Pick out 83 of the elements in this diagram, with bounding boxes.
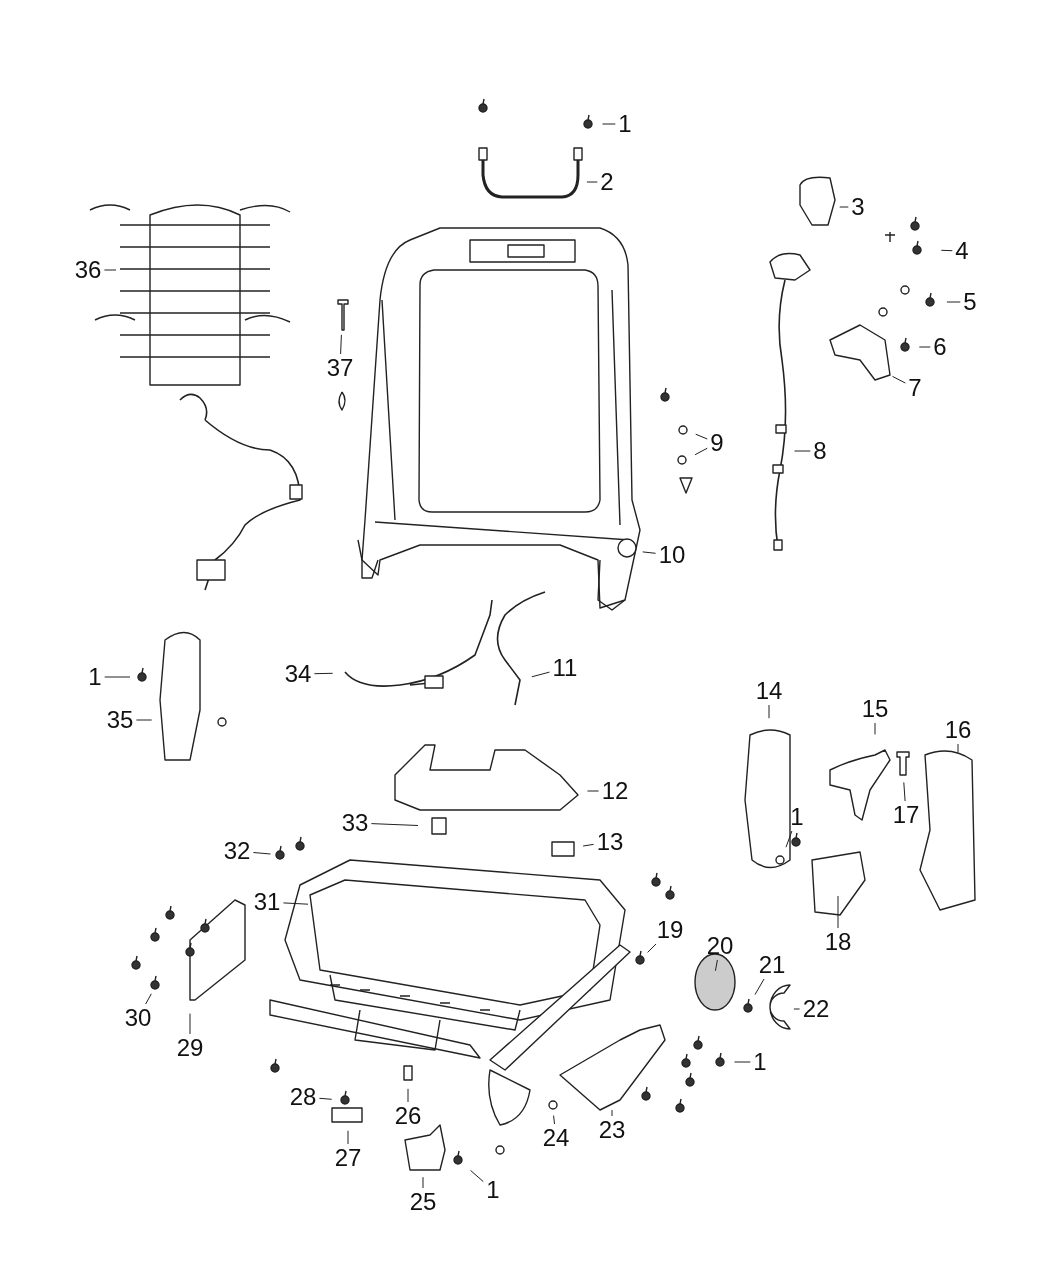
- leader-line: [370, 823, 419, 826]
- callout-number: 19: [655, 917, 685, 943]
- callout-number: 33: [340, 810, 370, 836]
- leader-line: [734, 1061, 751, 1063]
- callout-number: 2: [599, 169, 615, 195]
- leader-line: [642, 551, 657, 554]
- leader-line: [531, 671, 550, 678]
- callout-number: 29: [175, 1035, 205, 1061]
- leader-line: [145, 993, 152, 1005]
- leader-line: [407, 1088, 409, 1103]
- leader-line: [839, 206, 849, 208]
- callout-number: 7: [907, 375, 923, 401]
- callout-number: 24: [541, 1125, 571, 1151]
- leader-line: [837, 895, 839, 929]
- leader-line: [470, 1169, 484, 1183]
- leader-line: [940, 249, 953, 252]
- leader-line: [903, 781, 906, 802]
- callout-number: 8: [812, 438, 828, 464]
- leader-line: [313, 672, 334, 675]
- callout-number: 1: [789, 804, 805, 830]
- callout-number: 21: [757, 952, 787, 978]
- callout-number: 1: [752, 1049, 768, 1075]
- callout-number: 4: [954, 238, 970, 264]
- leader-line: [135, 719, 153, 721]
- callout-number: 35: [105, 707, 135, 733]
- callout-number: 9: [709, 430, 725, 456]
- leader-line: [946, 301, 961, 303]
- leader-line: [892, 375, 906, 384]
- leader-line: [918, 346, 931, 348]
- callout-number: 18: [823, 929, 853, 955]
- leader-line: [189, 1013, 191, 1035]
- callout-number: 10: [657, 542, 687, 568]
- callout-number: 5: [962, 289, 978, 315]
- leader-line: [957, 743, 959, 753]
- leader-line: [874, 722, 876, 735]
- leader-line: [282, 902, 309, 905]
- callout-number: 17: [891, 802, 921, 828]
- leader-line: [104, 676, 131, 678]
- leader-line: [553, 1115, 555, 1125]
- leader-line: [347, 1130, 349, 1145]
- leader-line: [340, 334, 342, 355]
- callout-number: 15: [860, 696, 890, 722]
- callout-number: 30: [123, 1005, 153, 1031]
- callout-number: 36: [73, 257, 103, 283]
- leader-line: [714, 959, 718, 972]
- callout-number: 6: [932, 334, 948, 360]
- callout-number: 27: [333, 1145, 363, 1171]
- callout-number: 12: [600, 778, 630, 804]
- leader-line: [647, 943, 657, 953]
- callout-number: 26: [393, 1103, 423, 1129]
- leader-line: [794, 450, 811, 452]
- callout-number: 32: [222, 838, 252, 864]
- callout-number: 13: [595, 829, 625, 855]
- callout-number: 1: [617, 111, 633, 137]
- callout-number: 23: [597, 1117, 627, 1143]
- leader-line: [695, 433, 708, 440]
- leader-line: [768, 704, 770, 719]
- leader-line: [793, 1008, 801, 1010]
- leader-line: [103, 269, 117, 271]
- callout-number: 14: [754, 678, 784, 704]
- callout-number: 25: [408, 1189, 438, 1215]
- leader-line: [252, 852, 271, 855]
- leader-line: [785, 830, 793, 848]
- callout-number: 31: [252, 889, 282, 915]
- leader-line: [754, 978, 765, 996]
- callout-number: 1: [485, 1177, 501, 1203]
- callout-number: 34: [283, 661, 313, 687]
- callout-number: 22: [801, 996, 831, 1022]
- leader-line: [318, 1097, 333, 1100]
- callout-number: 37: [325, 355, 355, 381]
- callout-number: 3: [850, 194, 866, 220]
- leader-line: [602, 123, 616, 125]
- callout-number: 1: [87, 664, 103, 690]
- leader-line: [582, 843, 595, 847]
- callout-number: 20: [705, 933, 735, 959]
- callout-number: 16: [943, 717, 973, 743]
- callout-number: 28: [288, 1084, 318, 1110]
- leader-line: [611, 1109, 613, 1117]
- leader-line: [694, 447, 708, 456]
- callout-number: 11: [551, 655, 579, 681]
- leader-line: [587, 790, 600, 792]
- leader-line: [422, 1176, 424, 1189]
- leader-line: [586, 181, 598, 183]
